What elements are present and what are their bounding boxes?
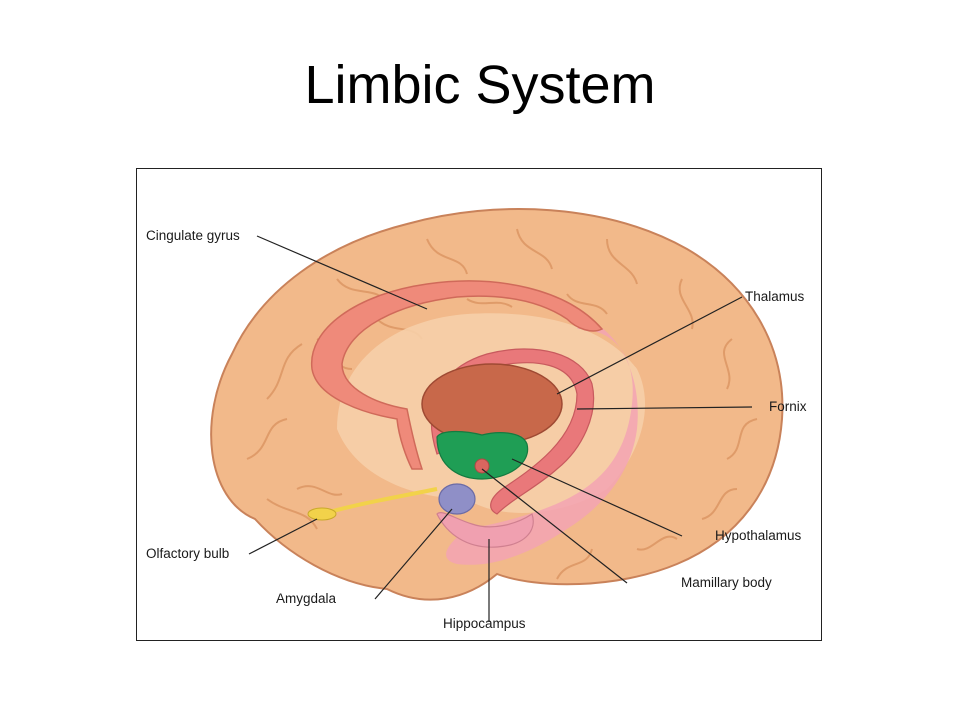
- label-mamillary-body: Mamillary body: [681, 575, 772, 590]
- label-thalamus: Thalamus: [745, 289, 805, 304]
- limbic-system-diagram: Cingulate gyrus Thalamus Fornix Hypothal…: [136, 168, 822, 641]
- mamillary-body: [474, 458, 490, 474]
- hypothalamus: [436, 430, 529, 480]
- cingulate-gyrus: [311, 280, 604, 470]
- thalamus: [421, 363, 563, 445]
- brain-illustration: [210, 208, 784, 622]
- label-hippocampus: Hippocampus: [443, 616, 526, 631]
- label-cingulate-gyrus: Cingulate gyrus: [146, 228, 240, 243]
- fornix: [430, 348, 595, 515]
- pink-region: [446, 319, 638, 565]
- hippocampus: [436, 512, 534, 548]
- label-amygdala: Amygdala: [276, 591, 337, 606]
- label-fornix: Fornix: [769, 399, 807, 414]
- amygdala: [438, 483, 476, 515]
- slide-title: Limbic System: [304, 55, 656, 115]
- olfactory-bulb: [307, 507, 337, 521]
- label-hypothalamus: Hypothalamus: [715, 528, 802, 543]
- leader-lines: [248, 235, 753, 622]
- label-olfactory-bulb: Olfactory bulb: [146, 546, 230, 561]
